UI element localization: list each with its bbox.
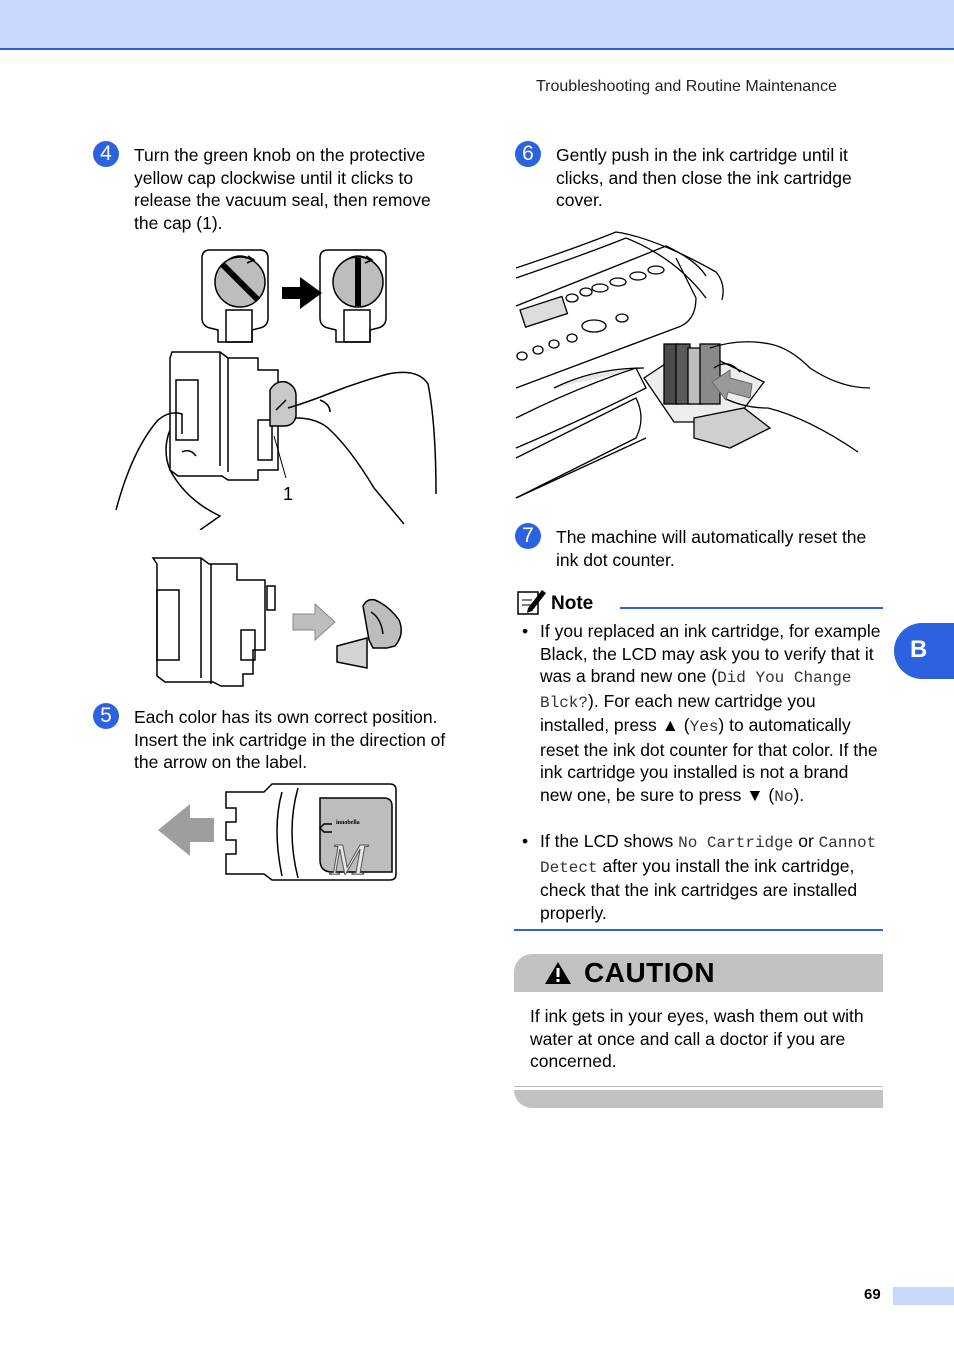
caution-header: CAUTION bbox=[514, 954, 883, 992]
bullet-dot: • bbox=[522, 621, 529, 641]
bullet-dot: • bbox=[522, 831, 529, 851]
note-bullet-1-text-c: ) to automatically reset the ink dot cou… bbox=[540, 715, 878, 805]
step-5-text: Each color has its own correct position.… bbox=[134, 707, 446, 772]
note-bullet-1-text-a: If you replaced an ink cartridge, for ex… bbox=[540, 621, 881, 686]
color-letter: M bbox=[329, 835, 369, 884]
note-bullet-2: • If the LCD shows No Cartridge or Canno… bbox=[522, 830, 882, 924]
step-4-text: Turn the green knob on the protective ye… bbox=[134, 145, 431, 233]
step-4-badge: 4 bbox=[93, 141, 119, 167]
note-rule bbox=[620, 607, 883, 609]
note-bullet-1: • If you replaced an ink cartridge, for … bbox=[522, 620, 882, 808]
note-pencil-icon bbox=[517, 590, 546, 615]
lcd-message-change: Did You Change Blck? bbox=[540, 669, 852, 712]
printer-cartridge-illustration bbox=[515, 231, 871, 499]
brand-label: innobella bbox=[336, 820, 360, 826]
lcd-option-yes: Yes bbox=[689, 718, 719, 736]
lcd-option-no: No bbox=[774, 787, 794, 806]
step-7-text: The machine will automatically reset the… bbox=[556, 527, 867, 570]
note-header: Note bbox=[516, 586, 884, 616]
step-6-text: Gently push in the ink cartridge until i… bbox=[556, 145, 852, 210]
note-bullet-2-text-c: after you install the ink cartridge, che… bbox=[540, 855, 858, 923]
note-bullet-1-text-d: ). bbox=[793, 784, 805, 805]
note-title: Note bbox=[551, 593, 594, 614]
caution-text: If ink gets in your eyes, wash them out … bbox=[530, 1006, 864, 1071]
step-5-badge: 5 bbox=[93, 703, 119, 729]
remove-cap-illustration: 1 bbox=[115, 249, 437, 530]
note-bullet-1-text-b: ). For each new cartridge you installed,… bbox=[540, 690, 816, 736]
lcd-message-no-cartridge: No Cartridge bbox=[678, 834, 794, 852]
cartridge-cap-removed-illustration bbox=[151, 557, 402, 687]
footer-band bbox=[893, 1287, 954, 1305]
insert-direction-illustration: innobella M bbox=[158, 783, 397, 885]
caution-footer-band bbox=[514, 1090, 883, 1108]
lcd-message-cannot-detect: Cannot Detect bbox=[540, 834, 877, 877]
page-number: 69 bbox=[864, 1286, 881, 1303]
caution-title: CAUTION bbox=[584, 957, 716, 988]
callout-1-label: 1 bbox=[283, 484, 293, 504]
warning-triangle-icon bbox=[545, 962, 571, 984]
note-bottom-rule bbox=[514, 929, 883, 931]
step-7-badge: 7 bbox=[515, 523, 541, 549]
note-bullet-2-text-b: or bbox=[793, 831, 819, 851]
header-band bbox=[0, 0, 954, 50]
note-bullet-2-text-a: If the LCD shows bbox=[540, 831, 679, 851]
chapter-tab: B bbox=[894, 623, 954, 679]
caution-footer-rule bbox=[514, 1086, 883, 1087]
step-6-badge: 6 bbox=[515, 141, 541, 167]
running-header: Troubleshooting and Routine Maintenance bbox=[536, 78, 837, 95]
